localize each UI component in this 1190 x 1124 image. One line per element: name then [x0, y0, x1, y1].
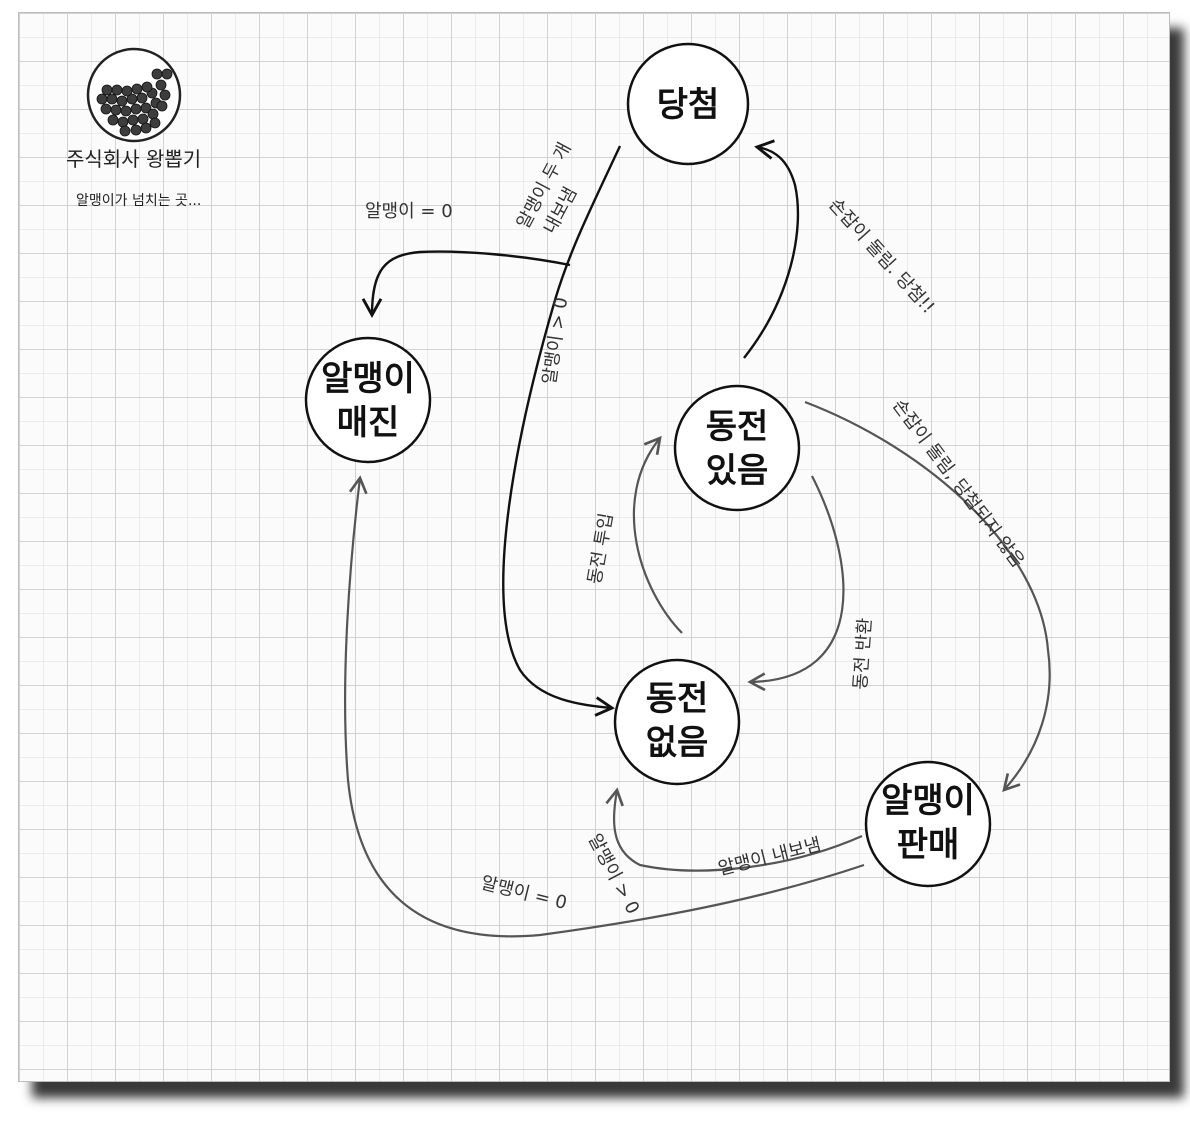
edge-insert-coin: [632, 435, 683, 634]
edge-label-sold-to-sold-out: 알맹이 = 0: [479, 872, 569, 914]
edge-label-eject-coin: 동전 반환: [850, 617, 876, 690]
state-winner-circle: [626, 42, 750, 166]
state-has-coin-label-2: 있음: [706, 451, 769, 491]
edge-crank-no-winner: [804, 400, 1051, 793]
state-sold-out-label-1: 알맹이: [321, 359, 415, 399]
state-sold-out: 알맹이 매진: [304, 336, 432, 464]
state-has-coin: 동전 있음: [673, 384, 801, 512]
state-no-coin-label-2: 없음: [646, 723, 709, 763]
edge-label-sold-to-no-coin: 알맹이 > 0: [584, 830, 644, 917]
edge-label-insert-coin: 동전 투입: [584, 511, 617, 586]
edge-sold-to-no-coin: [605, 787, 863, 872]
graph-paper-sheet: [18, 12, 1170, 1082]
edge-label-crank-winner: 손잡이 돌림. 당첨!!: [824, 194, 938, 318]
edge-eject-coin: [747, 475, 845, 692]
edge-label-winner-to-sold-out: 알맹이 = 0: [365, 201, 453, 222]
gumballs-icon: [96, 68, 173, 137]
state-sold-circle: [864, 760, 992, 888]
logo-title: 주식회사 왕뽑기: [66, 147, 201, 171]
edge-label-crank-no-winner: 손잡이 돌림, 당첨되지 않음: [888, 395, 1028, 571]
state-winner-label: 당첨: [657, 85, 720, 125]
edge-sold-to-sold-out: [344, 475, 865, 938]
logo-subtitle: 알맹이가 넘치는 곳...: [76, 193, 201, 209]
state-has-coin-label-1: 동전: [706, 407, 769, 447]
state-has-coin-circle: [673, 384, 801, 512]
state-winner: 당첨: [626, 42, 750, 166]
edge-winner-to-no-coin: [502, 145, 622, 717]
edge-label-dispense: 알맹이 내보냄: [716, 834, 823, 880]
state-no-coin-label-1: 동전: [646, 679, 709, 719]
edge-label-winner-to-no-coin: 알맹이 > 0: [539, 296, 572, 386]
state-no-coin-circle: [613, 658, 741, 786]
edge-crank-winner: [743, 139, 800, 359]
state-sold-out-label-2: 매진: [337, 403, 400, 443]
state-sold: 알맹이 판매: [864, 760, 992, 888]
state-sold-out-circle: [304, 336, 432, 464]
state-sold-label-2: 판매: [897, 825, 960, 865]
gumball-logo: 주식회사 왕뽑기 알맹이가 넘치는 곳...: [66, 47, 201, 209]
state-sold-label-1: 알맹이: [881, 781, 975, 821]
edge-label-winner-dispense: 알맹이 두 개 내보냄: [513, 139, 582, 237]
edge-winner-to-sold-out: [361, 250, 571, 318]
state-no-coin: 동전 없음: [613, 658, 741, 786]
